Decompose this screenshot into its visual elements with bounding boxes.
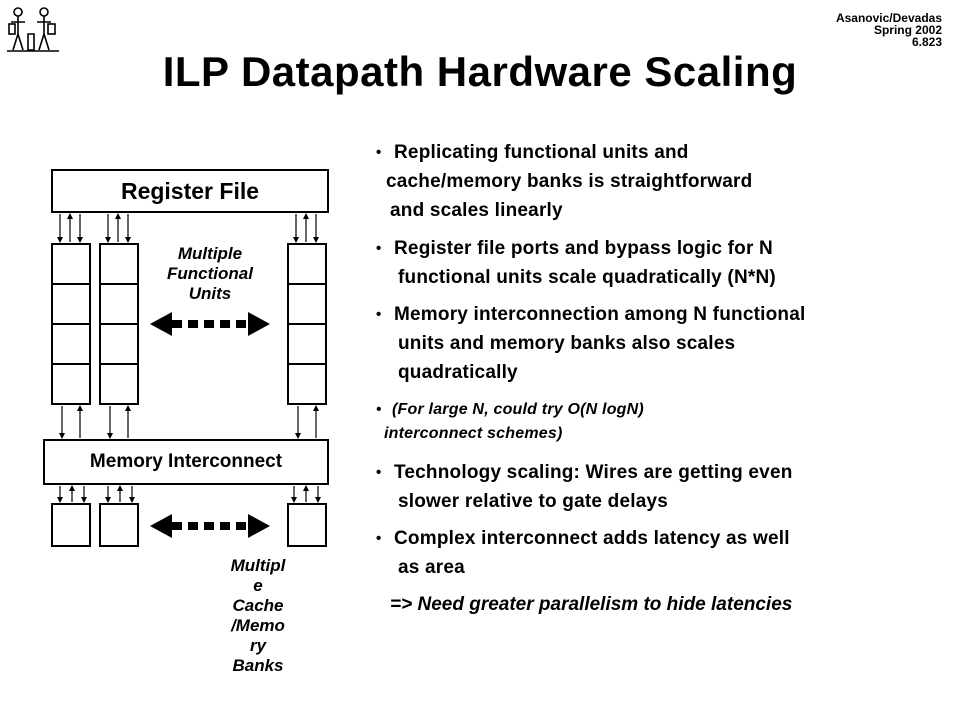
bullet-line: Technology scaling: Wires are getting ev… bbox=[394, 462, 793, 483]
bank-replication-arrow bbox=[150, 514, 270, 538]
bullet-dot-icon: • bbox=[376, 530, 382, 547]
bullet-line: quadratically bbox=[398, 362, 518, 383]
bullet-line: as area bbox=[398, 557, 465, 578]
bullet-line: units and memory banks also scales bbox=[398, 333, 736, 354]
bullet-dot-icon: • bbox=[376, 144, 382, 161]
interconnect-ports bbox=[59, 405, 319, 439]
bullet-line: cache/memory banks is straightforward bbox=[386, 171, 753, 192]
caption-line: ry bbox=[249, 636, 267, 655]
bullet-line: slower relative to gate delays bbox=[398, 491, 669, 512]
attribution-course: 6.823 bbox=[911, 35, 942, 49]
caption-line: Functional bbox=[167, 264, 253, 283]
bullet-line: functional units scale quadratically (N*… bbox=[398, 267, 776, 288]
memory-interconnect-label: Memory Interconnect bbox=[89, 451, 283, 472]
caption-line: e bbox=[253, 576, 263, 595]
bullet-line: Register file ports and bypass logic for… bbox=[394, 238, 773, 259]
bullet-dot-icon: • bbox=[376, 464, 382, 481]
functional-unit-column-n bbox=[287, 243, 327, 405]
memory-banks bbox=[51, 503, 327, 547]
memory-bank-ports bbox=[57, 485, 321, 503]
bullet-dot-icon: • bbox=[376, 401, 382, 418]
bullet-line: Complex interconnect adds latency as wel… bbox=[394, 528, 790, 549]
caption-line: /Memo bbox=[231, 616, 285, 635]
attribution-term: Spring 2002 bbox=[873, 23, 942, 37]
functional-units-caption: Multiple Functional Units bbox=[145, 244, 275, 304]
memory-banks-caption: Multipl e Cache /Memo ry Banks bbox=[216, 556, 300, 676]
caption-line: Cache bbox=[232, 596, 284, 615]
bullet-line: Replicating functional units and bbox=[394, 142, 689, 163]
mit-seal-figures-icon bbox=[7, 7, 59, 52]
slide-title: ILP Datapath Hardware Scaling bbox=[162, 48, 798, 95]
bullet-item: • Register file ports and bypass logic f… bbox=[376, 234, 936, 292]
bullet-item: • (For large N, could try O(N logN) inte… bbox=[376, 398, 936, 446]
bullet-item: • Replicating functional units and cache… bbox=[376, 138, 936, 225]
caption-line: Units bbox=[188, 284, 232, 303]
bullet-dot-icon: • bbox=[376, 240, 382, 257]
bullet-line: Memory interconnection among N functiona… bbox=[394, 304, 806, 325]
bullet-line: (For large N, could try O(N logN) bbox=[392, 401, 644, 418]
bullet-item: • Technology scaling: Wires are getting … bbox=[376, 458, 936, 516]
bullet-item: • Memory interconnection among N functio… bbox=[376, 300, 936, 387]
bullet-line: interconnect schemes) bbox=[384, 425, 563, 442]
attribution-author: Asanovic/Devadas bbox=[835, 11, 942, 25]
bullet-item: • Complex interconnect adds latency as w… bbox=[376, 524, 936, 582]
functional-unit-column-1 bbox=[51, 243, 91, 405]
functional-unit-column-2 bbox=[99, 243, 139, 405]
caption-line: Multiple bbox=[177, 244, 243, 263]
bullet-line: and scales linearly bbox=[390, 200, 563, 221]
conclusion-text: => Need greater parallelism to hide late… bbox=[390, 594, 793, 615]
register-file-label: Register File bbox=[120, 178, 260, 204]
attribution: Asanovic/Devadas Spring 2002 6.823 bbox=[836, 12, 942, 48]
register-file-ports bbox=[57, 213, 319, 243]
fu-replication-arrow bbox=[150, 312, 270, 336]
caption-line: Multipl bbox=[230, 556, 286, 575]
caption-line: Banks bbox=[232, 656, 284, 675]
bullet-dot-icon: • bbox=[376, 306, 382, 323]
